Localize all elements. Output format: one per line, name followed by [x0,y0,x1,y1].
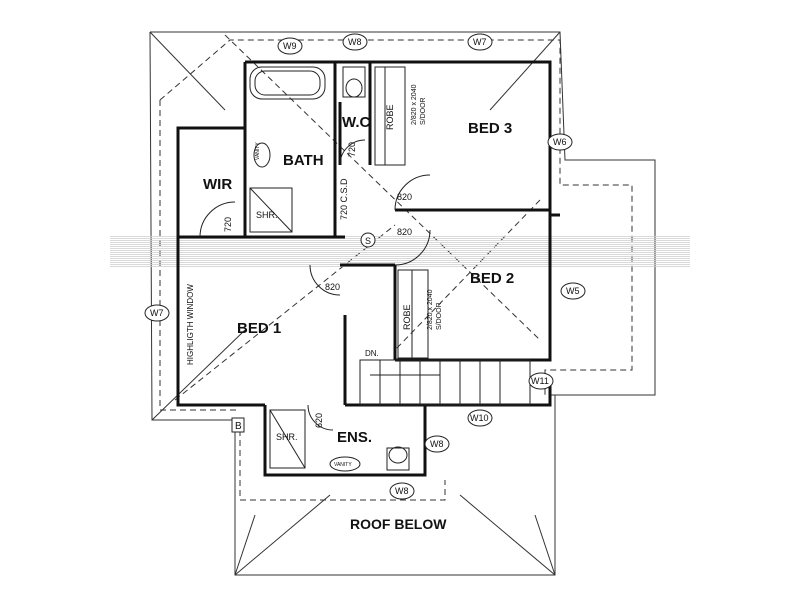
door-width-wir: 720 [223,217,233,232]
door-width-ensuite: 620 [314,413,324,428]
scan-band [110,236,690,268]
smoke-detector-label: S [365,236,371,246]
door-swings [199,139,431,431]
window-tag-w10: W10 [470,413,489,423]
door-width-bed-2: 820 [397,227,412,237]
room-label-bed-2: BED 2 [470,270,514,287]
cavity-sliding-door-note: 720 C.S.D [339,178,349,220]
window-tag-w6: W6 [553,137,567,147]
window-tag-w8-top: W8 [348,37,362,47]
room-label-ensuite: ENS. [337,429,372,446]
door-width-wc: 720 [347,142,357,157]
smoke-detector-symbol [360,232,376,248]
roof-below-label: ROOF BELOW [350,516,447,532]
vanity-label-ensuite: VANITY [334,462,352,468]
room-label-wc: W.C [342,114,370,131]
window-tag-w7-left: W7 [150,308,164,318]
room-label-bath: BATH [283,152,324,169]
sliding-door-note-bed-3-line-2: S/DOOR [420,97,427,125]
room-label-bed-1: BED 1 [237,320,281,337]
highlight-window-label: HIGHLIGTH WINDOW [186,284,195,365]
stairs-down-label: DN. [365,349,379,358]
window-tag-w8-bottom: W8 [395,486,409,496]
robe-label-bed-3: ROBE [385,104,395,130]
mark-b-box [231,417,245,433]
door-width-bed-1: 820 [325,282,340,292]
window-tag-w5: W5 [566,286,580,296]
sliding-door-note-bed-3-line-1: 2/820 x 2040 [411,84,418,125]
mark-b-label: B [235,421,242,432]
sliding-door-note-bed-2-line-1: 2/820 x 2040 [427,289,434,330]
window-tag-w9: W9 [283,41,297,51]
robe-label-bed-2: ROBE [402,304,412,330]
room-label-wir: WIR [203,176,232,193]
window-tag-w8-right: W8 [430,439,444,449]
vanity-label-bath: VANITY [255,142,261,160]
fixtures [249,66,429,472]
shower-label-ensuite: SHR. [276,432,298,442]
window-tag-w7-top: W7 [473,37,487,47]
window-tag-w11: W11 [531,376,549,386]
door-width-bed-3: 820 [397,192,412,202]
sliding-door-note-bed-2-line-2: S/DOOR [436,302,443,330]
window-tags [144,33,586,500]
stair [359,359,531,406]
room-label-bed-3: BED 3 [468,120,512,137]
roof-outline [149,31,656,576]
shower-label-bath: SHR. [256,210,278,220]
